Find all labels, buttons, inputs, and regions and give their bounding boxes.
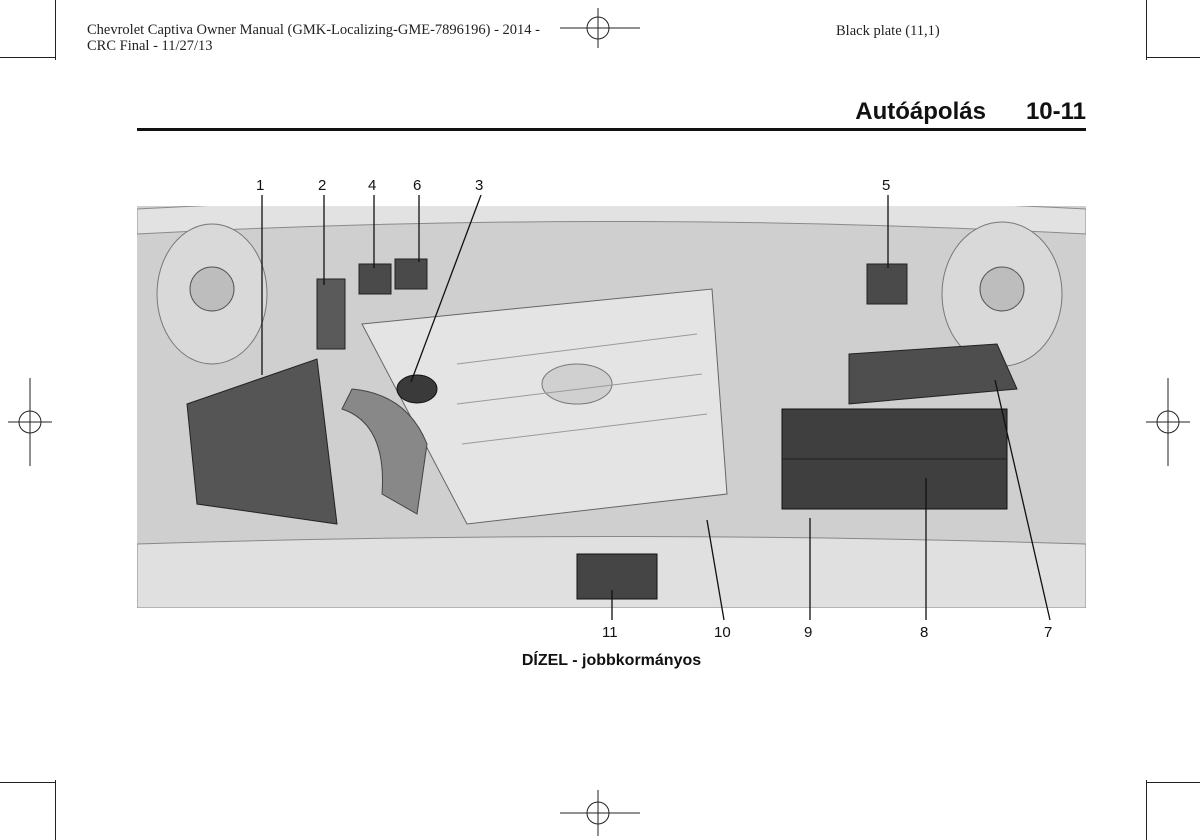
crop-mark	[1146, 0, 1147, 60]
page-number: 10-11	[1025, 98, 1086, 125]
print-header-line-1: Chevrolet Captiva Owner Manual (GMK-Loca…	[87, 22, 541, 38]
crop-mark	[0, 782, 55, 783]
callout-label: 3	[475, 177, 484, 194]
figure-caption: DÍZEL - jobbkormányos	[521, 652, 702, 669]
callout-label: 5	[882, 177, 891, 194]
registration-target-icon	[1146, 378, 1190, 466]
registration-target-icon	[8, 378, 52, 466]
engine-compartment-figure	[137, 164, 1086, 608]
registration-target-icon	[560, 790, 640, 836]
print-header-line-2: CRC Final - 11/27/13	[87, 38, 213, 54]
callout-label: 11	[602, 624, 618, 641]
section-heading: Autóápolás 10-11	[840, 98, 1086, 126]
engine-illustration	[137, 164, 1086, 608]
crop-mark	[1146, 57, 1200, 58]
crop-mark	[55, 780, 56, 840]
registration-target-icon	[560, 8, 640, 48]
section-title: Autóápolás	[855, 98, 986, 125]
crop-mark	[1146, 780, 1147, 840]
heading-rule	[137, 128, 1086, 131]
crop-mark	[0, 57, 55, 58]
callout-label: 4	[368, 177, 377, 194]
crop-mark	[55, 0, 56, 60]
callout-label: 10	[714, 624, 731, 641]
callout-label: 7	[1044, 624, 1053, 641]
callout-label: 1	[256, 177, 265, 194]
callout-label: 6	[413, 177, 422, 194]
callout-label: 8	[920, 624, 929, 641]
callout-label: 2	[318, 177, 327, 194]
callout-label: 9	[804, 624, 813, 641]
plate-label: Black plate (11,1)	[836, 23, 940, 39]
crop-mark	[1146, 782, 1200, 783]
